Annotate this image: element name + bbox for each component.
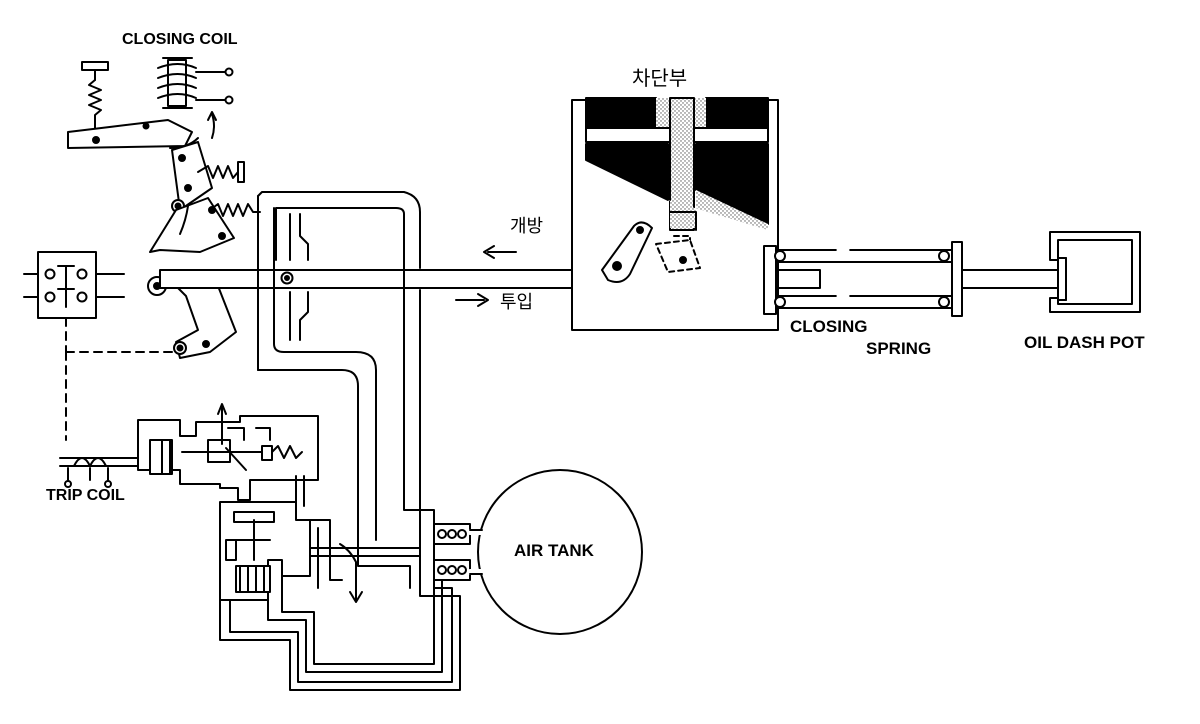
control-dashed-lines: [65, 317, 177, 441]
closing-spring-top: [81, 61, 109, 131]
interrupter-chamber: [571, 97, 779, 331]
air-tank-valves: [419, 509, 471, 597]
latch-linkage: [149, 141, 261, 253]
close-direction-arrow: [455, 293, 489, 307]
pilot-valve: [137, 403, 319, 501]
top-lever: [67, 119, 193, 149]
air-pipes: [219, 475, 461, 691]
closing-spring-label-line2: SPRING: [866, 339, 932, 358]
open-direction-arrow: [483, 245, 517, 259]
closing-coil-icon: [157, 57, 234, 139]
close-label: 투입: [500, 292, 534, 313]
oil-dash-pot: [1049, 231, 1141, 313]
air-tank-label: AIR TANK: [514, 541, 594, 560]
open-label: 개방: [510, 216, 544, 237]
oil-dash-pot-label: OIL DASH POT: [1024, 333, 1145, 352]
closing-spring-rods: [763, 241, 1059, 317]
closing-spring-label-line1: CLOSING: [790, 317, 868, 336]
trip-coil-label: TRIP COIL: [46, 487, 125, 504]
closing-coil-label: CLOSING COIL: [122, 31, 238, 48]
air-tank: [477, 469, 643, 635]
auxiliary-switch: [23, 251, 125, 319]
interrupter-label: 차단부: [632, 66, 688, 90]
operating-cylinder: [257, 191, 421, 521]
main-valve: [219, 501, 311, 601]
